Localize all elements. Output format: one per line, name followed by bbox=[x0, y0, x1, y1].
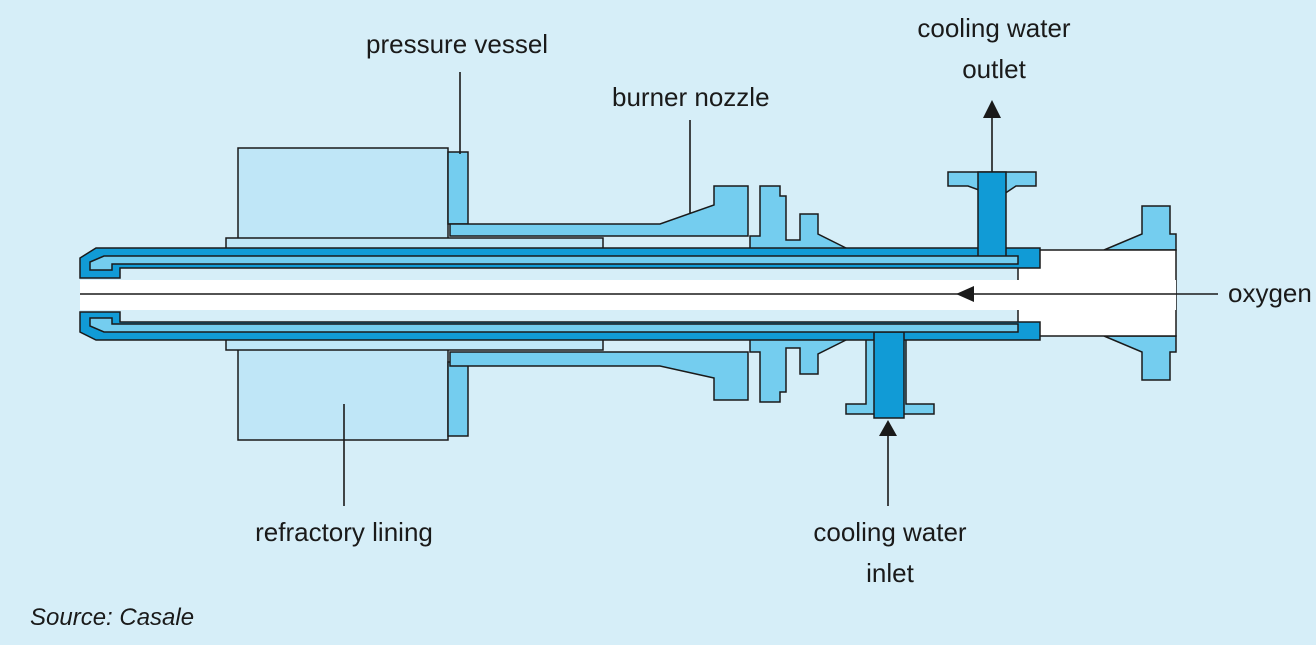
flange-upper bbox=[749, 185, 851, 251]
oxygen-passage bbox=[80, 280, 1176, 310]
source-credit: Source: Casale bbox=[30, 604, 194, 631]
pressure-vessel-wall-upper bbox=[447, 151, 469, 225]
label-pressure-vessel: pressure vessel bbox=[366, 29, 548, 59]
inner-lining-lower bbox=[89, 317, 1019, 333]
oxygen-inlet-flange-lower bbox=[1103, 335, 1177, 381]
label-cooling-water-inlet-2: inlet bbox=[866, 558, 914, 588]
oxygen-flow-arrow bbox=[956, 286, 974, 302]
refractory-block-upper bbox=[237, 147, 449, 241]
label-cooling-water-outlet-2: outlet bbox=[962, 54, 1026, 84]
flange-lower bbox=[749, 337, 851, 403]
burner-nozzle-upper bbox=[449, 185, 749, 237]
label-refractory-lining: refractory lining bbox=[255, 517, 433, 547]
label-cooling-water-inlet-1: cooling water bbox=[813, 517, 967, 547]
refractory-block-lower bbox=[237, 347, 449, 441]
inlet-arrow-head bbox=[879, 420, 897, 436]
inlet-pipe bbox=[873, 331, 905, 419]
outlet-arrow-head bbox=[983, 100, 1001, 118]
outlet-pipe bbox=[977, 171, 1007, 259]
label-cooling-water-outlet-1: cooling water bbox=[917, 13, 1071, 43]
oxygen-inlet-flange-upper bbox=[1103, 205, 1177, 251]
label-burner-nozzle: burner nozzle bbox=[612, 82, 770, 112]
inner-lining-upper bbox=[89, 255, 1019, 271]
label-oxygen: oxygen bbox=[1228, 278, 1312, 308]
pressure-vessel-wall-lower bbox=[447, 361, 469, 437]
burner-nozzle-lower bbox=[449, 351, 749, 401]
